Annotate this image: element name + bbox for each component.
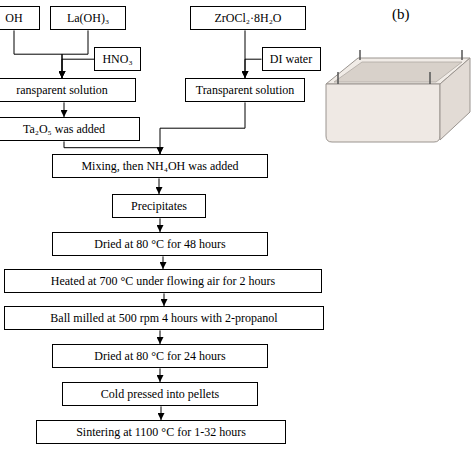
box-text: ransparent solution [16, 83, 108, 97]
process-box: Transparent solution [185, 78, 305, 102]
flow-arrow [160, 368, 161, 382]
box-text: Mixing, then NH₄OH was added [81, 159, 238, 173]
box-text: Precipitates [131, 199, 187, 213]
flow-arrow [64, 141, 160, 154]
process-box: Ball milled at 500 rpm 4 hours with 2-pr… [4, 306, 324, 330]
flow-arrow [245, 59, 262, 78]
flow-arrow [163, 256, 164, 269]
box-text: Ta₂O₅ was added [23, 122, 105, 136]
process-box: Heated at 700 °C under flowing air for 2… [4, 269, 322, 293]
flow-arrow [14, 30, 62, 78]
process-box: Cold pressed into pellets [62, 382, 258, 406]
process-box: ransparent solution [0, 78, 136, 102]
box-text: ZrOCl₂·8H₂O [214, 11, 281, 25]
flow-arrow [62, 30, 88, 78]
flow-arrow [159, 178, 160, 194]
process-box: Mixing, then NH₄OH was added [52, 154, 268, 178]
box-text: Cold pressed into pellets [101, 387, 219, 401]
box-text: HNO₃ [102, 52, 132, 66]
box-text: OH [5, 11, 22, 25]
flow-arrow [164, 293, 165, 306]
process-box: ZrOCl₂·8H₂O [190, 6, 306, 30]
process-box: Dried at 80 °C for 48 hours [52, 232, 268, 256]
process-box: Precipitates [112, 194, 206, 218]
process-box: OH [0, 6, 40, 30]
flow-arrow [62, 59, 94, 78]
box-text: DI water [270, 52, 312, 66]
process-box: Ta₂O₅ was added [0, 117, 140, 141]
flow-arrow [160, 330, 161, 344]
process-box: Dried at 80 °C for 24 hours [52, 344, 268, 368]
process-box: Sintering at 1100 °C for 1-32 hours [36, 420, 286, 444]
box-text: Dried at 80 °C for 24 hours [94, 349, 225, 363]
flow-arrow [160, 218, 161, 232]
box-text: Heated at 700 °C under flowing air for 2… [51, 274, 275, 288]
box-text: La(OH)₃ [67, 11, 109, 25]
box-text: Sintering at 1100 °C for 1-32 hours [76, 425, 246, 439]
process-box: La(OH)₃ [50, 6, 126, 30]
process-box: DI water [262, 47, 321, 71]
flow-arrow [161, 406, 162, 420]
flow-arrow [64, 102, 65, 117]
panel-label: (b) [392, 6, 410, 23]
box-text: Transparent solution [196, 83, 295, 97]
box-text: Ball milled at 500 rpm 4 hours with 2-pr… [50, 311, 277, 325]
flow-arrow [160, 102, 245, 154]
process-box: HNO₃ [94, 47, 141, 71]
box-text: Dried at 80 °C for 48 hours [94, 237, 225, 251]
